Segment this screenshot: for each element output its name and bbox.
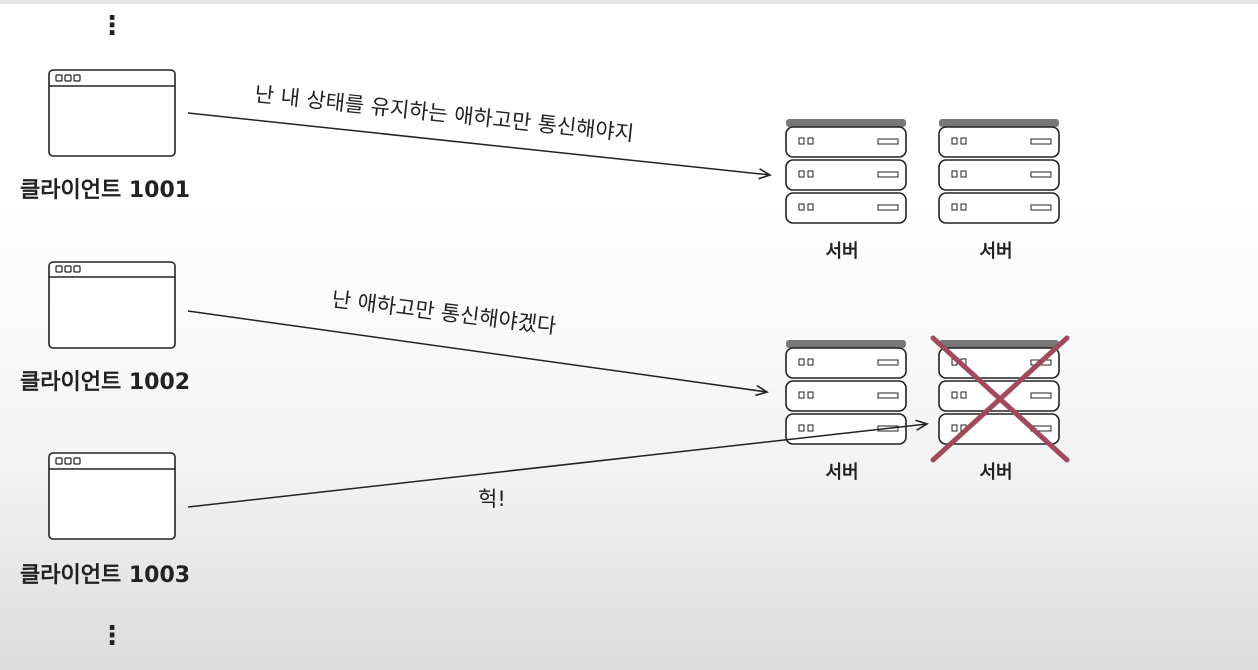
client-1002: 클라이언트 1002 bbox=[20, 261, 190, 395]
message-client1001: 난 내 상태를 유지하는 애하고만 통신해야지 bbox=[253, 82, 635, 146]
server-top-left: 서버 bbox=[785, 119, 907, 262]
arrow-client1001-to-server bbox=[187, 112, 772, 180]
arrow-client1003-to-failed-server bbox=[187, 419, 929, 508]
client-label: 클라이언트 1003 bbox=[20, 563, 190, 588]
ellipsis-bottom: ⋮ bbox=[99, 621, 125, 651]
server-rack-icon bbox=[938, 340, 1060, 445]
server-top-right: 서버 bbox=[938, 119, 1060, 262]
browser-window-icon bbox=[48, 261, 176, 349]
server-label: 서버 bbox=[979, 462, 1012, 483]
server-rack-icon bbox=[785, 119, 907, 224]
client-1001: 클라이언트 1001 bbox=[20, 69, 190, 203]
failure-cross-icon bbox=[930, 335, 1070, 463]
browser-window-icon bbox=[48, 69, 176, 157]
message-client1003: 헉! bbox=[478, 487, 506, 511]
browser-window-icon bbox=[48, 452, 176, 540]
message-client1002: 난 애하고만 통신해야겠다 bbox=[330, 287, 557, 338]
server-rack-icon bbox=[938, 119, 1060, 224]
top-edge-bar bbox=[0, 0, 1258, 4]
server-label: 서버 bbox=[979, 241, 1012, 262]
client-label: 클라이언트 1002 bbox=[20, 370, 190, 395]
client-1003: 클라이언트 1003 bbox=[20, 452, 190, 588]
ellipsis-top: ⋮ bbox=[99, 11, 125, 41]
server-label: 서버 bbox=[825, 462, 858, 483]
arrow-client1002-to-server bbox=[187, 310, 769, 397]
server-bottom-left: 서버 bbox=[785, 340, 907, 483]
client-label: 클라이언트 1001 bbox=[20, 178, 190, 203]
server-label: 서버 bbox=[825, 241, 858, 262]
